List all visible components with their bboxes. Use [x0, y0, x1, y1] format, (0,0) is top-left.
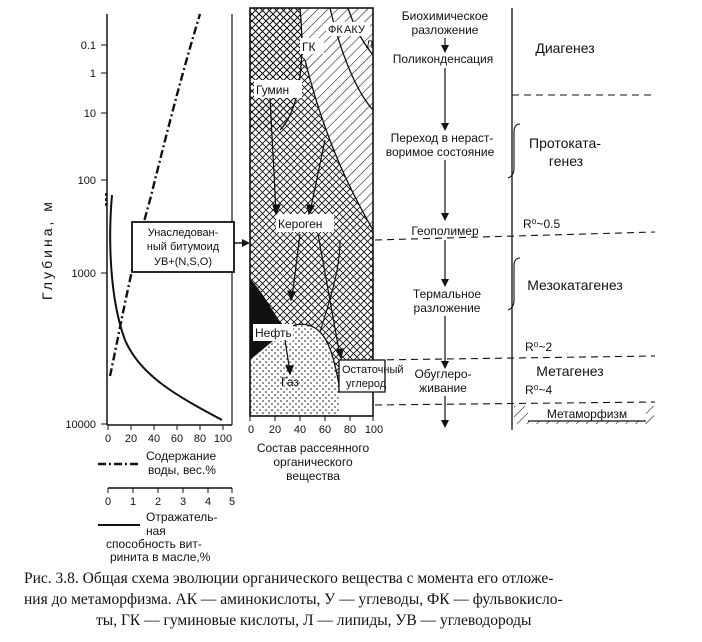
vitrinite-legend-label: способность вит- [106, 537, 202, 551]
composition-axis-label: вещества [286, 469, 340, 483]
region-label-l: Л [366, 39, 373, 51]
bitumoid-box: Унаследован- ный битумоид УВ+(N,S,O) [131, 221, 250, 273]
region-label-residual-carbon: Остаточный [342, 364, 404, 376]
vitrinite-axis: 0 1 2 3 4 5 [105, 487, 235, 508]
vitrinite-tick-label: 2 [155, 496, 161, 508]
composition-tick-label: 100 [365, 424, 383, 436]
stage-column: Диагенез Протоката- генез R⁰~0.5 Мезокат… [374, 8, 656, 430]
vitrinite-legend-label: Отражатель- [146, 510, 218, 524]
process-insoluble: Переход в нераст- [391, 131, 494, 145]
percent-tick-label: 20 [125, 433, 137, 445]
region-label-u: У [358, 24, 366, 36]
vitrinite-tick-label: 5 [229, 496, 235, 508]
stage-mesocatagenesis: Мезокатагенез [527, 277, 623, 293]
depth-tick-label: 1000 [72, 268, 96, 280]
caption-line: ты, ГК — гуминовые кислоты, Л — липиды, … [96, 612, 532, 629]
water-content-curve [108, 13, 202, 377]
depth-ticks: 0.1 1 10 100 1000 10000 [65, 40, 107, 431]
composition-axis-label: органического [273, 455, 353, 469]
vitrinite-tick-label: 1 [130, 496, 136, 508]
composition-tick-label: 0 [248, 424, 254, 436]
depth-axis-label: Глубина, м [39, 199, 55, 300]
process-biochem: разложение [412, 23, 479, 37]
percent-tick-label: 0 [105, 433, 111, 445]
composition-tick-label: 60 [319, 424, 331, 436]
stage-metamorphism: Метаморфизм [547, 407, 627, 421]
bitumoid-label: УВ+(N,S,O) [154, 256, 212, 268]
depth-panel: 0.1 1 10 100 1000 10000 Глубина, м 0 20 … [39, 13, 235, 564]
region-label-kerogen: Кероген [278, 217, 322, 231]
region-label-humin: Гумин [256, 83, 289, 97]
process-polycondensation: Поликонденсация [393, 52, 493, 66]
internal-arrows [269, 97, 344, 376]
stage-diagenesis: Диагенез [535, 40, 594, 56]
process-biochem: Биохимическое [402, 9, 489, 23]
depth-tick-label: 100 [78, 175, 96, 187]
region-label-fk: ФК [328, 24, 343, 36]
stage-r4: R⁰~4 [525, 383, 552, 397]
percent-tick-label: 60 [171, 433, 183, 445]
stage-r05: R⁰~0.5 [523, 217, 560, 231]
process-column: Биохимическое разложение Поликонденсация… [386, 9, 495, 428]
bitumoid-label: ный битумоид [147, 241, 220, 253]
caption-line: ния до метаморфизма. АК — аминокислоты, … [24, 591, 563, 608]
water-legend-label: воды, вес.% [148, 463, 216, 477]
region-label-ak: АК [344, 24, 358, 36]
stage-metagenesis: Метагенез [536, 363, 603, 379]
depth-tick-label: 10 [84, 108, 96, 120]
water-legend-label: Содержание [146, 449, 216, 463]
process-geopolymer: Геополимер [411, 224, 479, 238]
vitrinite-tick-label: 0 [105, 496, 111, 508]
depth-tick-label: 0.1 [81, 40, 96, 52]
stage-protocatagenesis: Протоката- [529, 135, 601, 151]
vitrinite-tick-label: 3 [180, 496, 186, 508]
bitumoid-label: Унаследован- [148, 227, 219, 239]
composition-axis: 0 20 40 60 80 100 [248, 416, 383, 436]
vitrinite-tick-label: 4 [205, 496, 211, 508]
composition-panel: ГК ФК АК У Л Гумин Кероген Нефть Газ Ост… [248, 7, 404, 483]
percent-tick-label: 40 [148, 433, 160, 445]
caption-line: Рис. 3.8. Общая схема эволюции органичес… [24, 570, 554, 587]
composition-tick-label: 40 [294, 424, 306, 436]
depth-tick-label: 1 [90, 68, 96, 80]
region-label-gas: Газ [281, 375, 299, 389]
region-label-oil: Нефть [255, 326, 292, 340]
vitrinite-legend-label: ная [146, 524, 166, 538]
percent-axis: 0 20 40 60 80 100 [105, 425, 232, 445]
depth-tick-label: 10000 [65, 419, 96, 431]
vitrinite-legend-label: ринита в масле,% [110, 550, 211, 564]
percent-tick-label: 80 [194, 433, 206, 445]
stage-r2: R⁰~2 [525, 340, 552, 354]
composition-tick-label: 80 [344, 424, 356, 436]
composition-axis-label: Состав рассеянного [257, 441, 370, 455]
process-coalification: Обуглеро- [414, 367, 471, 381]
process-thermal: разложение [414, 301, 481, 315]
percent-tick-label: 100 [214, 433, 232, 445]
region-label-gk: ГК [302, 40, 316, 54]
composition-tick-label: 20 [269, 424, 281, 436]
figure-caption: Рис. 3.8. Общая схема эволюции органичес… [24, 568, 684, 631]
vitrinite-curve [109, 194, 223, 421]
process-insoluble: воримое состояние [386, 145, 495, 159]
process-coalification: живание [419, 381, 467, 395]
process-thermal: Термальное [413, 287, 481, 301]
region-label-residual-carbon: углерод [346, 378, 387, 390]
stage-protocatagenesis: генез [549, 153, 583, 169]
